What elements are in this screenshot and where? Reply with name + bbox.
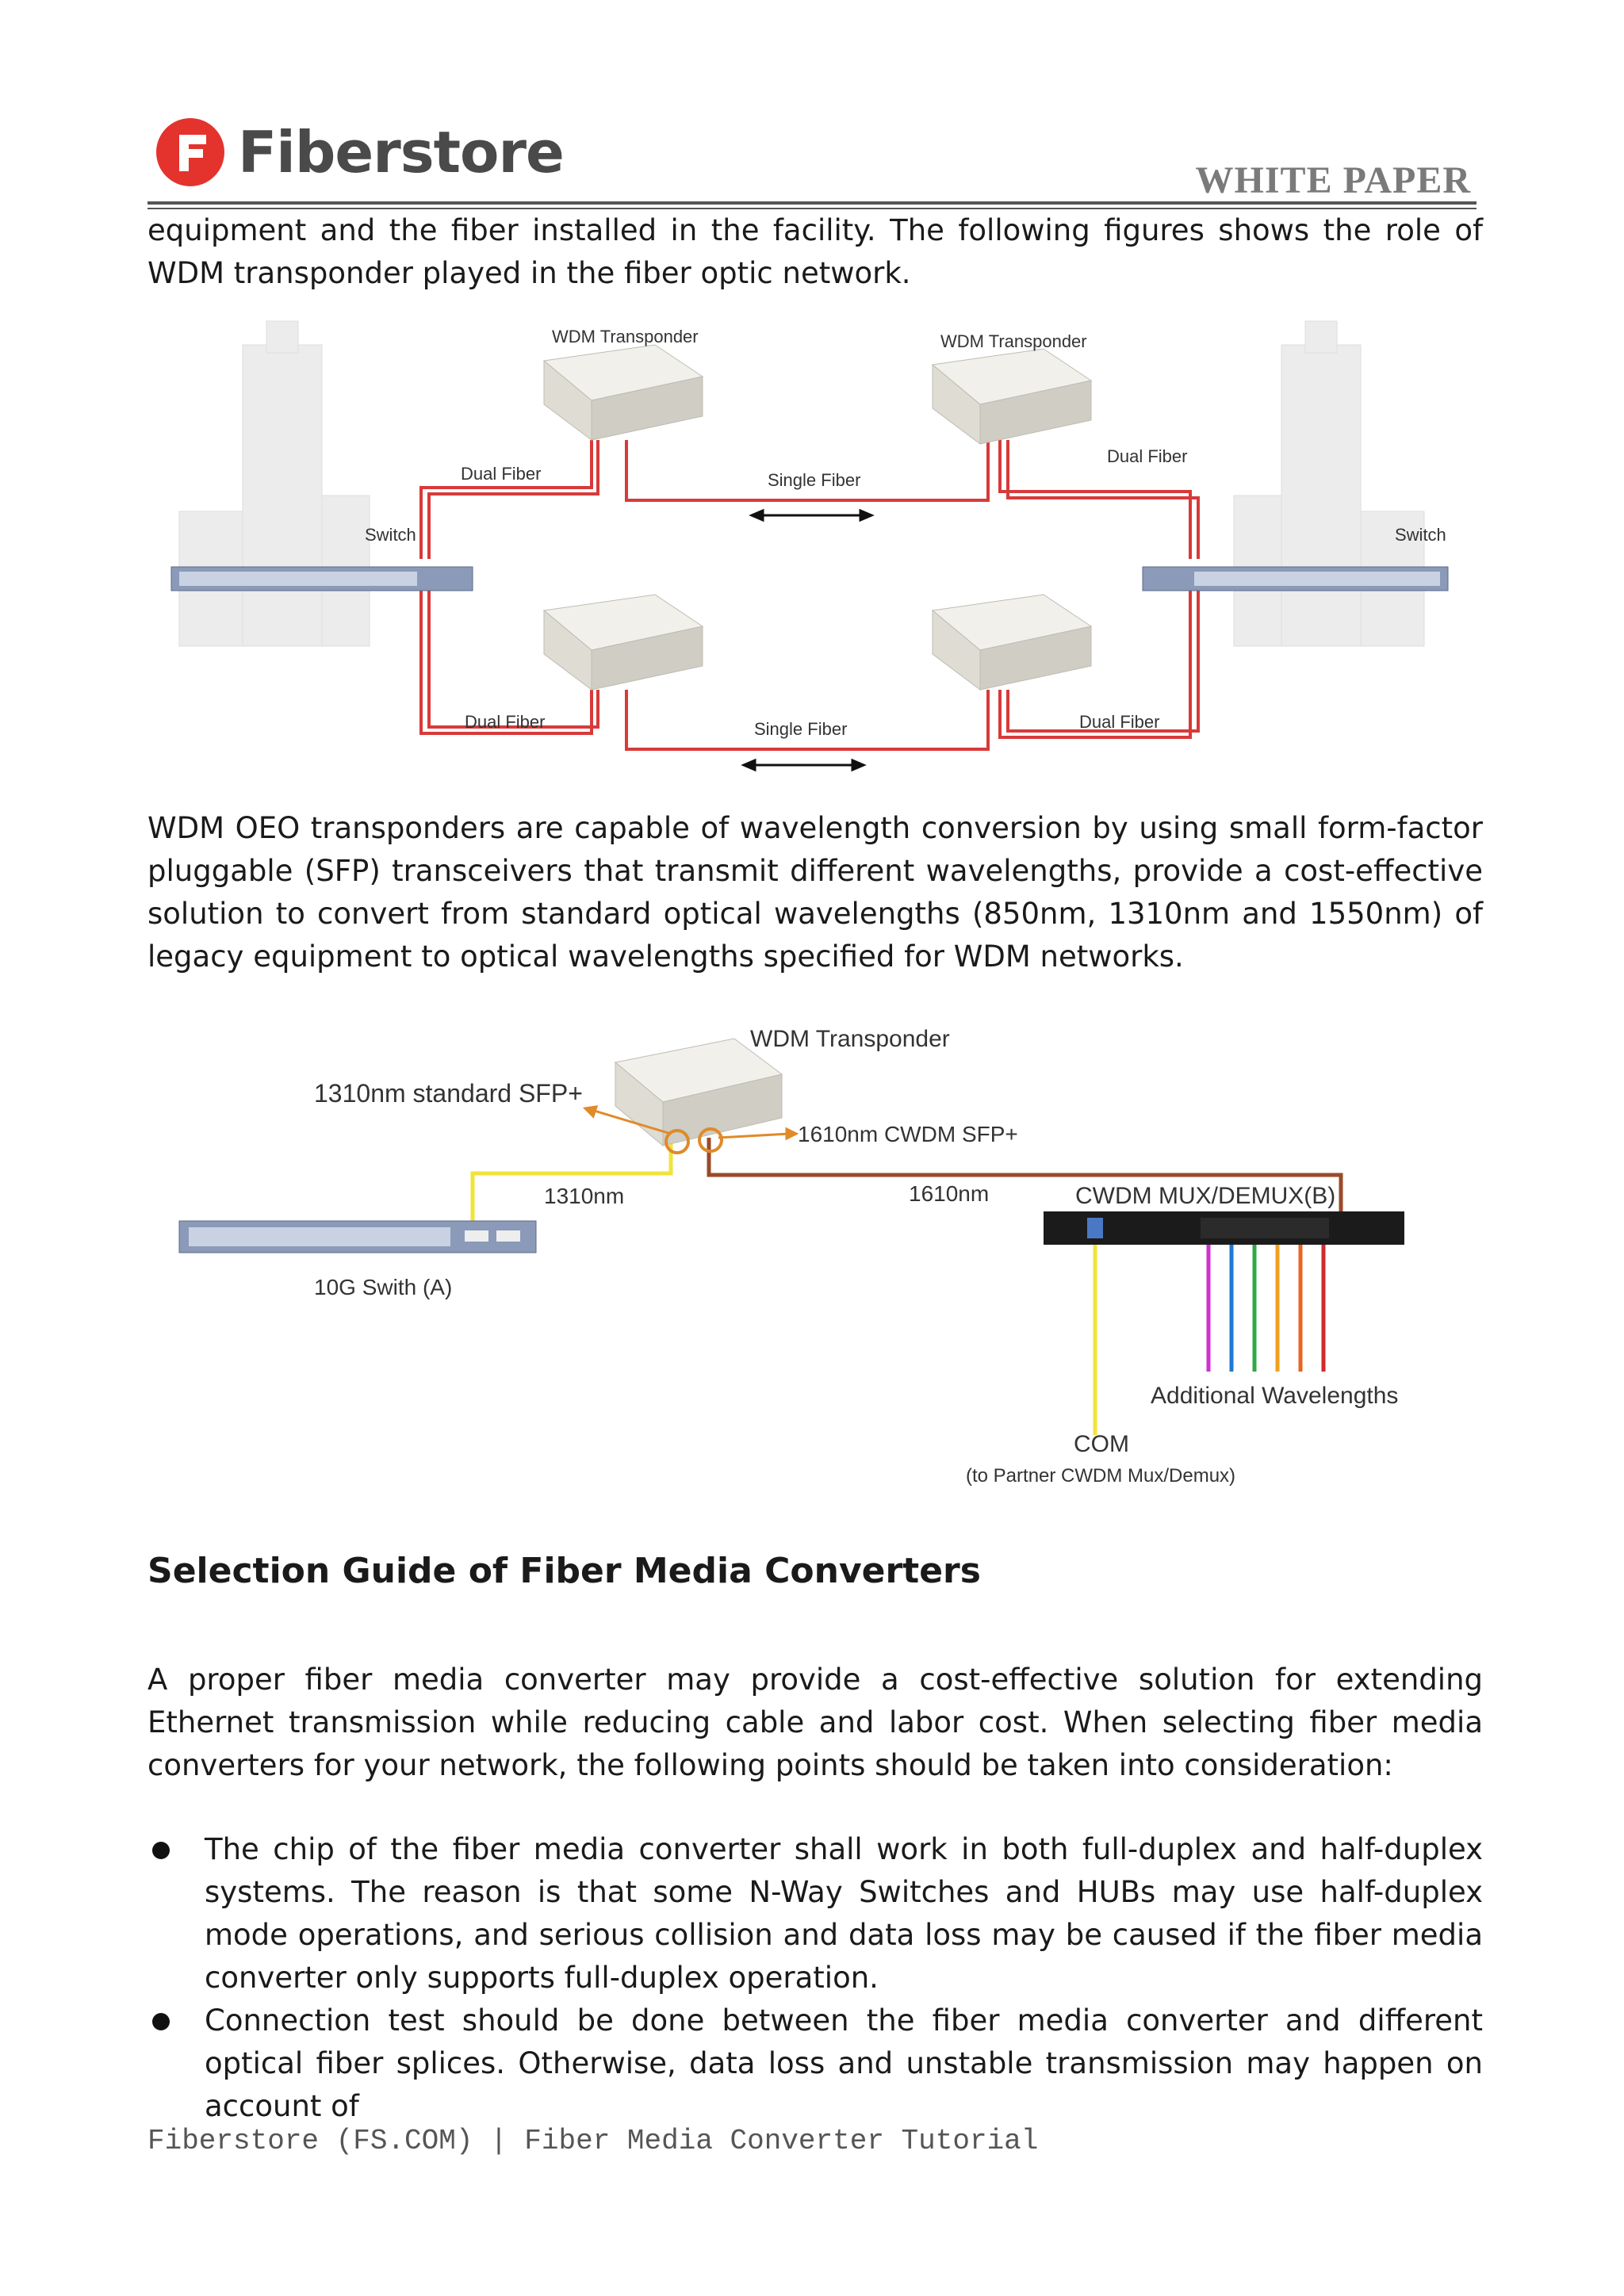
- paragraph-wdm-oeo: WDM OEO transponders are capable of wave…: [147, 807, 1483, 978]
- label-switch-right: Switch: [1395, 525, 1446, 545]
- additional-wavelength-fibers: [1208, 1243, 1323, 1372]
- intro-paragraph: equipment and the fiber installed in the…: [147, 209, 1483, 295]
- header-rule: [147, 201, 1477, 205]
- list-item-text: Connection test should be done between t…: [205, 2003, 1483, 2123]
- wdm-transponder-cwdm-figure: WDM Transponder 1310nm standard SFP+ 161…: [147, 1007, 1477, 1498]
- label-single-fiber-bottom: Single Fiber: [754, 719, 847, 739]
- label-single-fiber-top: Single Fiber: [768, 470, 860, 490]
- wdm-transponder-network-figure: WDM Transponder WDM Transponder Dual Fib…: [147, 313, 1477, 781]
- label-dual-fiber-bottom-left: Dual Fiber: [465, 712, 545, 732]
- switch-left: [171, 567, 473, 591]
- label-switch-left: Switch: [365, 525, 416, 545]
- label-10g-switch: 10G Swith (A): [314, 1275, 452, 1299]
- cwdm-mux-demux: [1044, 1211, 1404, 1245]
- label-wdm-transponder: WDM Transponder: [750, 1026, 950, 1052]
- list-item: The chip of the fiber media converter sh…: [147, 1828, 1483, 1999]
- label-dual-fiber-bottom-right: Dual Fiber: [1079, 712, 1159, 732]
- bullet-icon: [152, 2013, 170, 2030]
- label-transponder-top-right: WDM Transponder: [940, 331, 1087, 351]
- section-heading: Selection Guide of Fiber Media Converter…: [147, 1551, 981, 1591]
- transponder-bottom-left: [544, 595, 703, 690]
- transponder-top-left: [544, 345, 703, 440]
- label-cwdm-mux: CWDM MUX/DEMUX(B): [1075, 1183, 1335, 1209]
- label-1610nm: 1610nm: [909, 1181, 989, 1206]
- label-sfp-1610: 1610nm CWDM SFP+: [798, 1122, 1018, 1146]
- building-left: [179, 321, 370, 646]
- label-com-note: (to Partner CWDM Mux/Demux): [966, 1465, 1235, 1487]
- label-dual-fiber-top-left: Dual Fiber: [461, 464, 541, 484]
- list-item-text: The chip of the fiber media converter sh…: [205, 1832, 1483, 1995]
- transponder-bottom-right: [933, 595, 1091, 690]
- label-transponder-top-left: WDM Transponder: [552, 327, 699, 346]
- transponder-top-right: [933, 349, 1091, 444]
- consideration-list: The chip of the fiber media converter sh…: [147, 1828, 1483, 2128]
- brand-name: Fiberstore: [238, 119, 564, 186]
- doc-type-label: WHITE PAPER: [1196, 159, 1471, 202]
- building-right: [1234, 321, 1424, 646]
- fiberstore-logo-icon: [155, 117, 225, 187]
- list-item: Connection test should be done between t…: [147, 1999, 1483, 2128]
- label-dual-fiber-top-right: Dual Fiber: [1107, 446, 1187, 466]
- bullet-icon: [152, 1842, 170, 1859]
- paragraph-selection-intro: A proper fiber media converter may provi…: [147, 1659, 1483, 1787]
- label-sfp-1310: 1310nm standard SFP+: [314, 1079, 583, 1108]
- label-com: COM: [1074, 1431, 1129, 1457]
- fiberstore-logo: Fiberstore: [155, 117, 564, 187]
- label-1310nm: 1310nm: [544, 1184, 624, 1208]
- label-additional-wavelengths: Additional Wavelengths: [1151, 1383, 1398, 1409]
- page-footer: Fiberstore (FS.COM) | Fiber Media Conver…: [147, 2125, 1038, 2157]
- switch-a: [179, 1221, 536, 1253]
- switch-right: [1143, 567, 1448, 591]
